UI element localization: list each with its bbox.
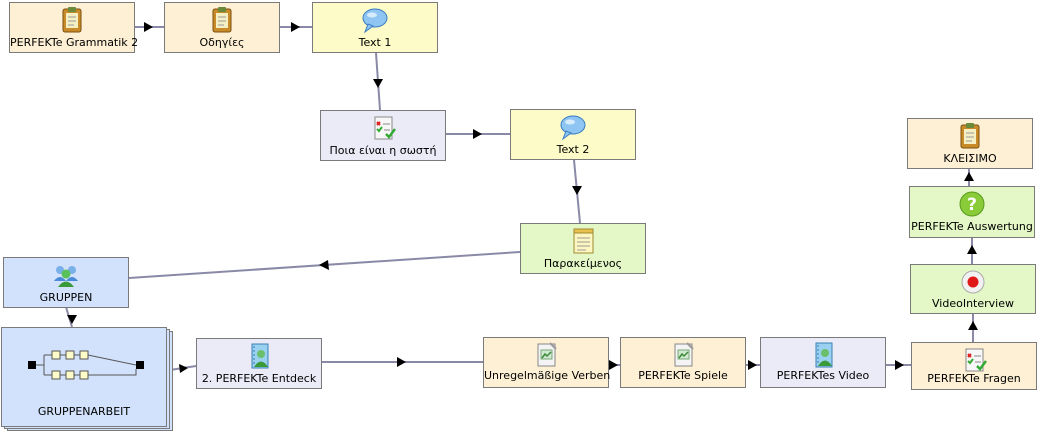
activity-node-quiz[interactable]: Ποια είναι η σωστή — [320, 110, 446, 161]
speech-bubble-icon — [560, 115, 586, 141]
arrowhead — [67, 315, 77, 324]
activity-node-gruppen[interactable]: GRUPPEN — [3, 257, 129, 308]
activity-node-odigies[interactable]: Οδηγίες — [164, 2, 280, 53]
notebook-user-icon — [251, 343, 269, 369]
arrowhead — [748, 360, 757, 370]
clipboard-icon — [62, 7, 82, 33]
group-users-icon — [54, 266, 78, 287]
node-label: Παρακείμενος — [543, 257, 623, 270]
node-label: VideoInterview — [932, 297, 1014, 310]
activity-node-verben[interactable]: Unregelmäßige Verben — [483, 337, 611, 388]
activity-node-text2[interactable]: Text 2 — [510, 109, 636, 160]
node-label: GRUPPEN — [39, 291, 93, 304]
activity-node-spiele[interactable]: PERFEKTe Spiele — [620, 337, 746, 388]
node-label: PERFEKTe Grammatik 2 — [10, 36, 139, 49]
checklist-icon — [374, 116, 396, 140]
speech-bubble-icon — [362, 8, 388, 34]
node-label: PERFEKTe Auswertung — [911, 220, 1033, 233]
arrowhead — [319, 260, 329, 270]
activity-node-kleisimo[interactable]: ΚΛΕΙΣΙΜΟ — [907, 118, 1033, 169]
record-icon — [961, 270, 985, 294]
arrowhead — [144, 22, 153, 32]
arrowhead — [609, 360, 618, 370]
node-label: ΚΛΕΙΣΙΜΟ — [943, 152, 997, 165]
node-label: Text 2 — [556, 143, 590, 156]
node-label: 2. PERFEKTe Entdeck — [201, 372, 317, 385]
arrowhead — [179, 364, 188, 373]
activity-node-gruppenarbeit[interactable]: GRUPPENARBEIT — [1, 327, 167, 427]
activity-node-video[interactable]: PERFEKTes Video — [760, 337, 886, 388]
arrowhead — [397, 357, 406, 367]
branching-icon — [28, 350, 144, 380]
activity-node-fragen[interactable]: PERFEKTe Fragen — [911, 342, 1037, 390]
node-label: PERFEKTe Spiele — [638, 369, 728, 382]
clipboard-icon — [212, 7, 232, 33]
arrowhead — [291, 22, 300, 32]
image-document-icon — [674, 342, 694, 367]
question-icon: ? — [959, 191, 985, 217]
node-label: GRUPPENARBEIT — [37, 405, 131, 418]
activity-node-parakeimenos[interactable]: Παρακείμενος — [520, 223, 646, 274]
activity-node-auswertung[interactable]: ? PERFEKTe Auswertung — [909, 186, 1035, 238]
arrowhead — [572, 186, 582, 195]
node-label: Οδηγίες — [199, 36, 245, 49]
arrowhead — [964, 172, 974, 181]
arrowhead — [967, 245, 977, 254]
notebook-user-icon — [815, 342, 833, 368]
clipboard-icon — [960, 123, 980, 149]
svg-text:?: ? — [967, 195, 977, 215]
arrowhead — [373, 79, 383, 88]
node-label: PERFEKTe Fragen — [927, 372, 1021, 385]
activity-node-entdeck[interactable]: 2. PERFEKTe Entdeck — [196, 338, 322, 389]
checklist-icon — [965, 348, 987, 372]
node-label: Ποια είναι η σωστή — [329, 144, 437, 157]
node-label: Text 1 — [358, 36, 392, 49]
arrowhead — [473, 129, 482, 139]
activity-node-grammatik[interactable]: PERFEKTe Grammatik 2 — [9, 2, 139, 53]
arrowhead — [968, 321, 978, 330]
node-label: PERFEKTes Video — [776, 369, 870, 382]
arrowhead — [895, 360, 904, 370]
notepad-icon — [573, 228, 594, 254]
activity-node-text1[interactable]: Text 1 — [312, 2, 438, 53]
image-document-icon — [537, 342, 557, 367]
node-label: Unregelmäßige Verben — [484, 369, 611, 382]
activity-node-videointerview[interactable]: VideoInterview — [910, 264, 1036, 314]
